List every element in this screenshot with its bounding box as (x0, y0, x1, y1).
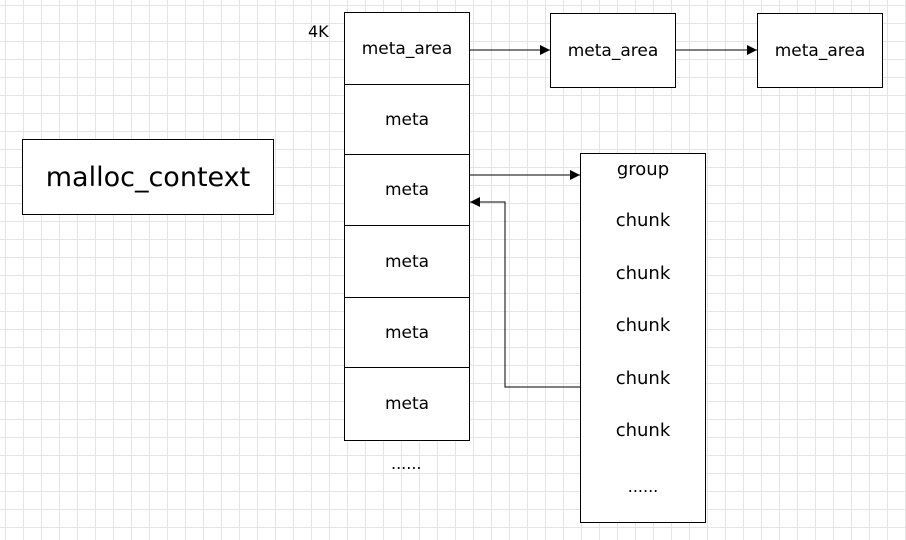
meta-area-box-2: meta_area (550, 13, 676, 88)
malloc-context-label: malloc_context (45, 161, 251, 193)
chunk-item: chunk (615, 368, 671, 389)
meta-cell: meta (345, 84, 469, 154)
meta-label: meta (384, 180, 430, 200)
meta-label: meta (384, 322, 430, 343)
meta-label: meta (384, 251, 430, 272)
meta-cell: meta (345, 367, 469, 440)
meta-cell: meta (345, 225, 469, 297)
meta-ellipsis: ...... (391, 454, 422, 473)
arrow-chunk-to-meta (470, 197, 580, 388)
meta-cell: meta (345, 154, 469, 225)
chunk-ellipsis: ...... (627, 477, 659, 496)
group-box: group chunk chunk chunk chunk chunk ....… (580, 153, 706, 523)
meta-area-label: meta_area (567, 40, 659, 61)
chunk-item: chunk (615, 263, 671, 284)
meta-label: meta (384, 109, 430, 130)
chunk-item: chunk (615, 315, 671, 336)
meta-area-box-3: meta_area (757, 13, 883, 88)
size-label: 4K (308, 22, 329, 41)
meta-area-label: meta_area (361, 38, 453, 59)
chunk-item: chunk (615, 210, 671, 231)
meta-area-cell: meta_area (345, 13, 469, 84)
meta-area-page: meta_area meta meta meta meta meta (344, 12, 470, 441)
malloc-context-box: malloc_context (22, 139, 274, 215)
chunk-item: chunk (615, 420, 671, 441)
group-header: group (616, 159, 670, 180)
meta-cell: meta (345, 297, 469, 367)
meta-area-label: meta_area (774, 40, 866, 61)
meta-label: meta (384, 394, 430, 414)
